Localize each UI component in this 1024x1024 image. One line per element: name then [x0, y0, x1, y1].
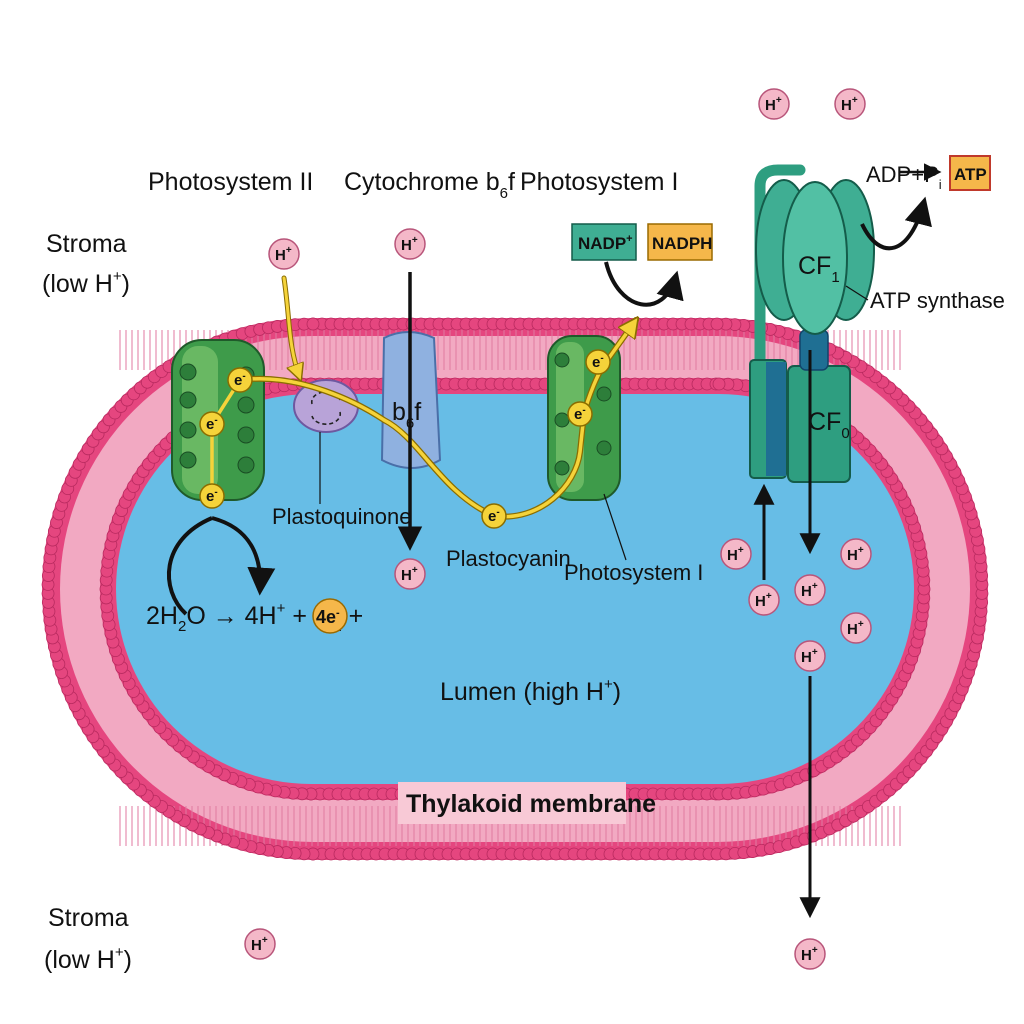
svg-text:e-: e- [206, 415, 218, 433]
thylakoid-membrane-label: Thylakoid membrane [406, 790, 656, 818]
four-electrons-badge: 4e- [312, 598, 348, 634]
cf1-label: CF1 [798, 252, 840, 286]
proton-lumen-4: H+ [794, 640, 826, 672]
svg-text:NADP+: NADP+ [578, 233, 633, 253]
atp-synthase-label: ATP synthase [870, 288, 1005, 313]
proton-bottom-right: H+ [794, 938, 826, 970]
atp-synthase-complex [749, 164, 875, 483]
b6f-label: b6f [392, 398, 421, 432]
lipid-head [306, 317, 320, 331]
protons: H+ H+ H+ H+ H+ H+ H+ H+ H+ H+ H+ H+ H+ [244, 88, 872, 970]
electron-ps1-high: e- [585, 349, 611, 375]
nadph-box: NADPH [647, 223, 713, 261]
proton-lumen-6: H+ [840, 612, 872, 644]
adp-pi-label: ADP+Pi [866, 162, 942, 192]
svg-text:H+: H+ [847, 619, 864, 638]
svg-text:ATP: ATP [954, 165, 987, 184]
svg-text:H+: H+ [847, 545, 864, 564]
svg-text:H+: H+ [801, 647, 818, 666]
stroma-top-sub: (low H+) [42, 268, 130, 298]
electron-ps2-mid: e- [199, 411, 225, 437]
electron-ps1-low: e- [567, 401, 593, 427]
proton-bottom-left: H+ [244, 928, 276, 960]
proton-lumen-3: H+ [794, 574, 826, 606]
svg-text:4e-: 4e- [316, 607, 340, 627]
labels: Photosystem II Cytochrome b6f Photosyste… [42, 162, 1005, 974]
svg-text:H+: H+ [401, 565, 418, 584]
proton-lumen-1: H+ [720, 538, 752, 570]
photosystem-i-lower-label: Photosystem I [564, 560, 703, 585]
svg-text:NADPH: NADPH [652, 234, 712, 253]
lumen-label: Lumen (high H+) [440, 676, 621, 706]
proton-stroma-b6f: H+ [394, 228, 426, 260]
photosystem-i-title: Photosystem I [520, 168, 678, 196]
svg-text:H+: H+ [755, 591, 772, 610]
lumen-area [116, 394, 914, 784]
svg-text:H+: H+ [251, 935, 268, 954]
proton-lumen-b6f: H+ [394, 558, 426, 590]
proton-top-1: H+ [758, 88, 790, 120]
thylakoid-label-bg [398, 782, 626, 824]
proton-lumen-5: H+ [840, 538, 872, 570]
cf0-label: CF0 [808, 408, 850, 442]
electron-ps2-top: e- [227, 367, 253, 393]
stroma-bottom-sub: (low H+) [44, 944, 132, 974]
svg-text:H+: H+ [765, 95, 782, 114]
lipid-head [712, 377, 726, 391]
plastoquinone-molecule [293, 379, 359, 433]
svg-text:H+: H+ [275, 245, 292, 264]
nadp-box: NADP+ [571, 223, 637, 261]
svg-text:H+: H+ [401, 235, 418, 254]
plastocyanin-label: Plastocyanin [446, 546, 571, 571]
water-splitting-equation: 2H2O → 4H+ + O2 + [146, 600, 363, 635]
atp-box: ATP [949, 155, 991, 191]
svg-text:e-: e- [488, 507, 500, 525]
svg-text:H+: H+ [727, 545, 744, 564]
photosystem-ii-title: Photosystem II [148, 168, 313, 196]
svg-text:e-: e- [234, 371, 246, 389]
proton-lumen-2: H+ [748, 584, 780, 616]
stroma-top-label: Stroma [46, 230, 127, 258]
stroma-bottom-label: Stroma [48, 904, 129, 932]
electron-ps2-bottom: e- [199, 483, 225, 509]
electron-plastocyanin: e- [481, 503, 507, 529]
svg-text:H+: H+ [801, 581, 818, 600]
svg-text:H+: H+ [841, 95, 858, 114]
svg-text:e-: e- [592, 353, 604, 371]
lipid-head [710, 317, 724, 331]
electron-carriers: e- e- e- e- e- e- [199, 349, 611, 529]
plastoquinone-label: Plastoquinone [272, 504, 411, 529]
svg-text:e-: e- [574, 405, 586, 423]
proton-stroma-ps2: H+ [268, 238, 300, 270]
svg-text:e-: e- [206, 487, 218, 505]
proton-top-2: H+ [834, 88, 866, 120]
cytochrome-title: Cytochrome b6f [344, 168, 515, 202]
black-arrows [166, 163, 942, 919]
svg-text:H+: H+ [801, 945, 818, 964]
